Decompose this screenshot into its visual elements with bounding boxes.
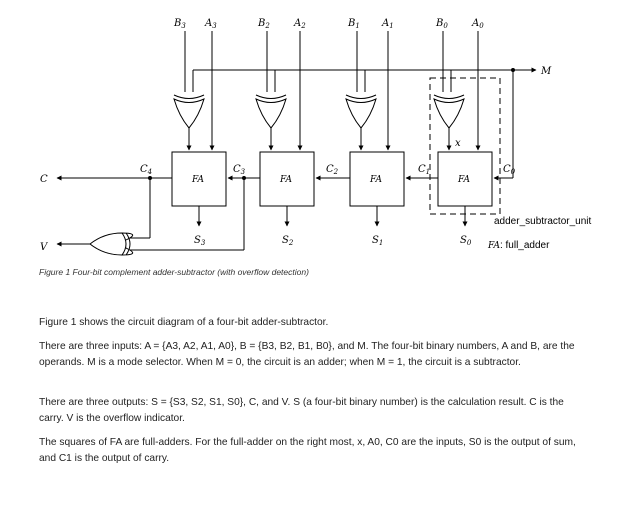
- label-c1: C1: [418, 164, 430, 176]
- label-b1: B1: [347, 18, 360, 30]
- xor-gate-3: [173, 98, 205, 129]
- paragraph-outputs: There are three outputs: S = {S3, S2, S1…: [39, 397, 564, 424]
- label-a1: A1: [381, 18, 394, 30]
- stage-2: [255, 31, 315, 227]
- label-x: x: [455, 138, 461, 149]
- full-adder-2: [259, 151, 315, 207]
- fa-label-2: FA: [279, 175, 292, 185]
- label-c3: C3: [233, 164, 246, 176]
- paragraph-inputs: There are three inputs: A = {A3, A2, A1,…: [39, 341, 575, 368]
- full-adder-1: [349, 151, 405, 207]
- stage-0: [433, 31, 493, 227]
- stage-3: [171, 31, 227, 227]
- label-c-output: C: [40, 174, 48, 185]
- m-label: M: [540, 66, 552, 77]
- stage-1: [345, 31, 405, 227]
- label-v-output: V: [40, 242, 49, 253]
- label-c2: C2: [326, 164, 339, 176]
- label-b2: B2: [257, 18, 270, 30]
- paragraph-full-adders: The squares of FA are full-adders. For t…: [39, 437, 576, 464]
- adder-subtractor-diagram: M: [39, 18, 592, 277]
- label-b0: B0: [435, 18, 448, 30]
- paragraph-intro: Figure 1 shows the circuit diagram of a …: [39, 317, 329, 328]
- xor-gate-2: [255, 98, 287, 129]
- label-a0: A0: [471, 18, 484, 30]
- label-s3: S3: [194, 235, 206, 247]
- adder-subtractor-unit-box: [429, 77, 501, 215]
- fa-label-3: FA: [191, 175, 204, 185]
- label-c0: C0: [503, 164, 516, 176]
- label-a2: A2: [293, 18, 306, 30]
- full-adder-0: [437, 151, 493, 207]
- label-a3: A3: [204, 18, 217, 30]
- label-s0: S0: [460, 235, 472, 247]
- label-b3: B3: [173, 18, 186, 30]
- figure-caption: Figure 1 Four-bit complement adder-subtr…: [39, 267, 309, 277]
- label-s2: S2: [282, 235, 294, 247]
- unit-label: adder_subtractor_unit: [494, 216, 592, 227]
- fa-legend: FA: full_adder: [487, 240, 550, 251]
- xor-gate-1: [345, 98, 377, 129]
- label-c4: C4: [140, 164, 152, 176]
- full-adder-3: [171, 151, 227, 207]
- fa-label-0: FA: [457, 175, 470, 185]
- fa-label-1: FA: [369, 175, 382, 185]
- label-s1: S1: [372, 235, 383, 247]
- xor-gate-0: [433, 98, 465, 129]
